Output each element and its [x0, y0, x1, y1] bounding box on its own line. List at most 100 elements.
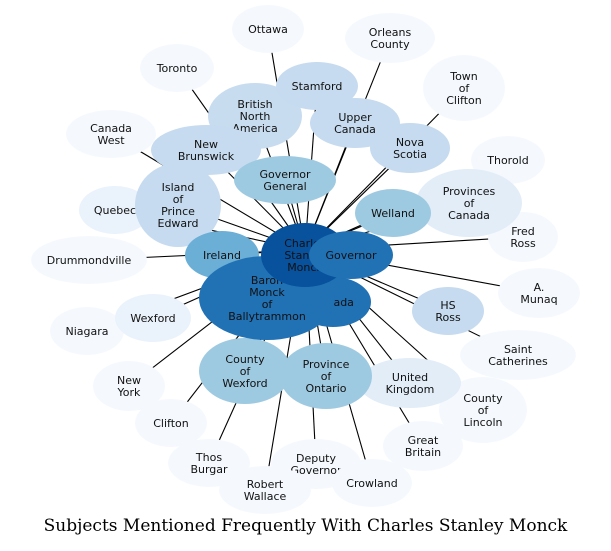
node-label-line: West	[97, 134, 125, 147]
node-label-crowland: Crowland	[346, 477, 397, 490]
node-shape-county-of-lincoln	[439, 377, 527, 443]
node-label-line: Munaq	[520, 293, 557, 306]
node-label-line: Catherines	[488, 355, 548, 368]
node-label-line: York	[117, 386, 142, 399]
node-label-line: Upper	[338, 111, 372, 124]
node-shape-robert-wallace	[219, 466, 311, 514]
node-shape-wexford	[115, 294, 191, 342]
node-shape-great-britain	[383, 421, 463, 471]
node-shape-province-of-ontario	[280, 343, 372, 409]
node-shape-crowland	[332, 459, 412, 507]
node-label-line: Governor	[325, 249, 377, 262]
node-label-line: Saint	[504, 343, 533, 356]
node-label-a-munaq: A.Munaq	[520, 281, 557, 306]
node-label-line: County	[225, 353, 265, 366]
node-label-stamford: Stamford	[292, 80, 343, 93]
node-label-line: America	[232, 122, 277, 135]
node-label-niagara: Niagara	[65, 325, 108, 338]
node-label-line: Canada	[334, 123, 376, 136]
node-label-line: Prince	[161, 205, 195, 218]
node-label-line: County	[463, 392, 503, 405]
node-welland: Welland	[355, 189, 431, 237]
node-shape-niagara	[50, 307, 124, 355]
node-label-line: Ireland	[203, 249, 241, 262]
node-label-line: Clifton	[446, 94, 482, 107]
node-label-line: Clifton	[153, 417, 189, 430]
node-label-line: Wexford	[130, 312, 175, 325]
node-governor: Governor	[309, 231, 393, 279]
node-shape-ottawa	[232, 5, 304, 53]
node-label-ottawa: Ottawa	[248, 23, 288, 36]
node-label-line: Niagara	[65, 325, 108, 338]
node-label-line: Burgar	[190, 463, 228, 476]
node-label-line: Monck	[249, 286, 285, 299]
node-shape-clifton	[135, 399, 207, 447]
node-label-line: Toronto	[156, 62, 198, 75]
node-label-line: Fred	[511, 225, 535, 238]
node-label-line: of	[262, 298, 274, 311]
node-label-welland: Welland	[371, 207, 415, 220]
node-label-line: Provinces	[443, 185, 496, 198]
node-label-line: of	[478, 404, 490, 417]
node-label-line: Wexford	[222, 377, 267, 390]
node-shape-county-of-wexford	[199, 338, 291, 404]
node-label-line: Nova	[396, 136, 424, 149]
node-label-thorold: Thorold	[486, 154, 528, 167]
node-label-line: Robert	[247, 478, 284, 491]
node-label-line: Stamford	[292, 80, 343, 93]
node-shape-provinces-of-canada	[416, 169, 522, 237]
node-label-line: Ross	[510, 237, 536, 250]
node-label-line: Brunswick	[178, 150, 235, 163]
node-shape-new-york	[93, 361, 165, 411]
node-shape-governor-general	[234, 156, 336, 204]
node-shape-island-of-prince-edward	[135, 163, 221, 247]
node-label-line: Quebec	[94, 204, 136, 217]
node-label-line: of	[240, 365, 252, 378]
node-label-line: Ross	[435, 311, 461, 324]
node-label-quebec: Quebec	[94, 204, 136, 217]
node-label-line: of	[464, 197, 476, 210]
node-label-line: Deputy	[296, 452, 337, 465]
node-toronto: Toronto	[140, 44, 214, 92]
node-label-line: Province	[303, 358, 350, 371]
node-label-line: Ontario	[306, 382, 347, 395]
node-label-line: British	[237, 98, 272, 111]
node-shape-quebec	[79, 186, 151, 234]
node-label-toronto: Toronto	[156, 62, 198, 75]
node-label-line: Governor	[259, 168, 311, 181]
node-label-line: Kingdom	[386, 383, 435, 396]
node-label-line: of	[459, 82, 471, 95]
node-label-line: Thos	[195, 451, 222, 464]
node-label-line: Canada	[90, 122, 132, 135]
